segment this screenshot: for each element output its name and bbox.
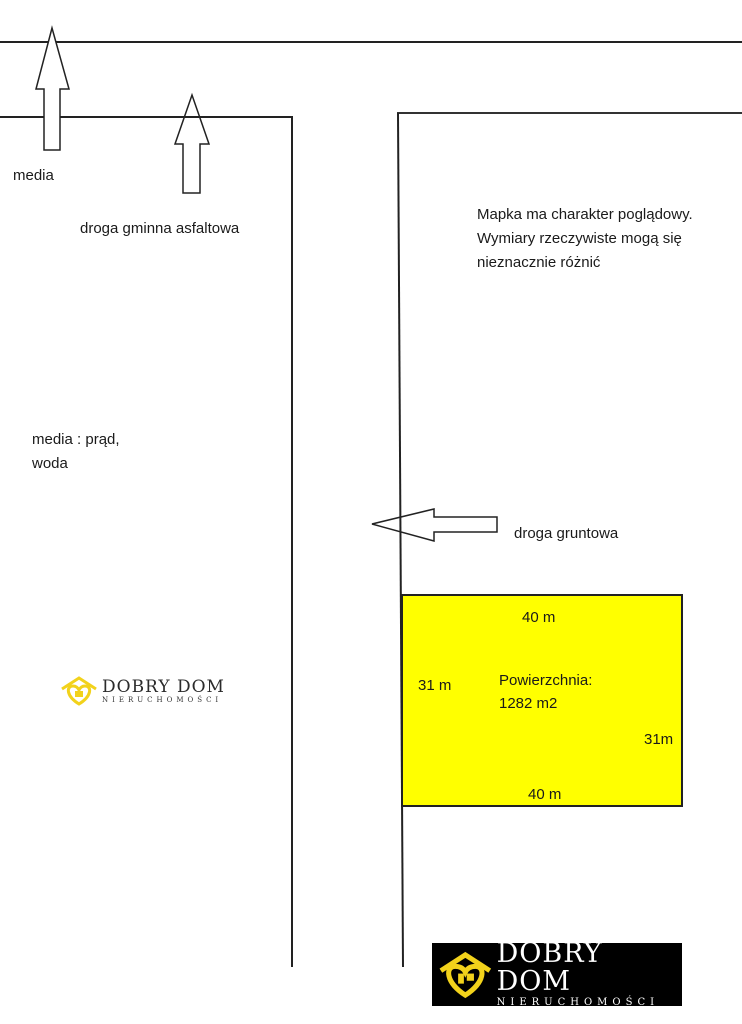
house-heart-icon: [439, 951, 492, 998]
brand-logo: DOBRY DOM NIERUCHOMOŚCI: [432, 937, 682, 1008]
brand-name: DOBRY DOM: [102, 676, 225, 697]
utilities-label: media : prąd, woda: [32, 431, 120, 472]
plot-area-label: Powierzchnia: 1282 m2: [499, 672, 593, 712]
disclaimer-note: Mapka ma charakter poglądowy. Wymiary rz…: [477, 203, 693, 275]
plot-right-depth: 31m: [644, 731, 674, 748]
house-heart-icon: [61, 676, 97, 706]
dirt-road-arrow-icon: [371, 508, 498, 542]
plot-area: [401, 594, 683, 807]
dirt-road-label: droga gruntowa: [514, 525, 619, 542]
side-road-edge-right: [397, 112, 404, 968]
plot-top-width: 40 m: [522, 609, 556, 626]
plot-left-depth: 31 m: [418, 677, 452, 694]
media-arrow-icon: [35, 25, 70, 151]
brand-name: DOBRY DOM: [496, 937, 603, 997]
brand-tagline: NIERUCHOMOŚCI: [102, 695, 223, 704]
asphalt-road-arrow-icon: [173, 92, 211, 194]
asphalt-road-label: droga gminna asfaltowa: [80, 220, 240, 237]
note-line: Wymiary rzeczywiste mogą się: [477, 230, 682, 247]
brand-logo-watermark: DOBRY DOM NIERUCHOMOŚCI: [60, 676, 225, 706]
plot-bottom-width: 40 m: [528, 786, 562, 803]
note-line: nieznacznie różnić: [477, 254, 601, 271]
brand-tagline: NIERUCHOMOŚCI: [496, 996, 660, 1008]
media-label: media: [13, 167, 54, 184]
note-line: Mapka ma charakter poglądowy.: [477, 206, 693, 223]
